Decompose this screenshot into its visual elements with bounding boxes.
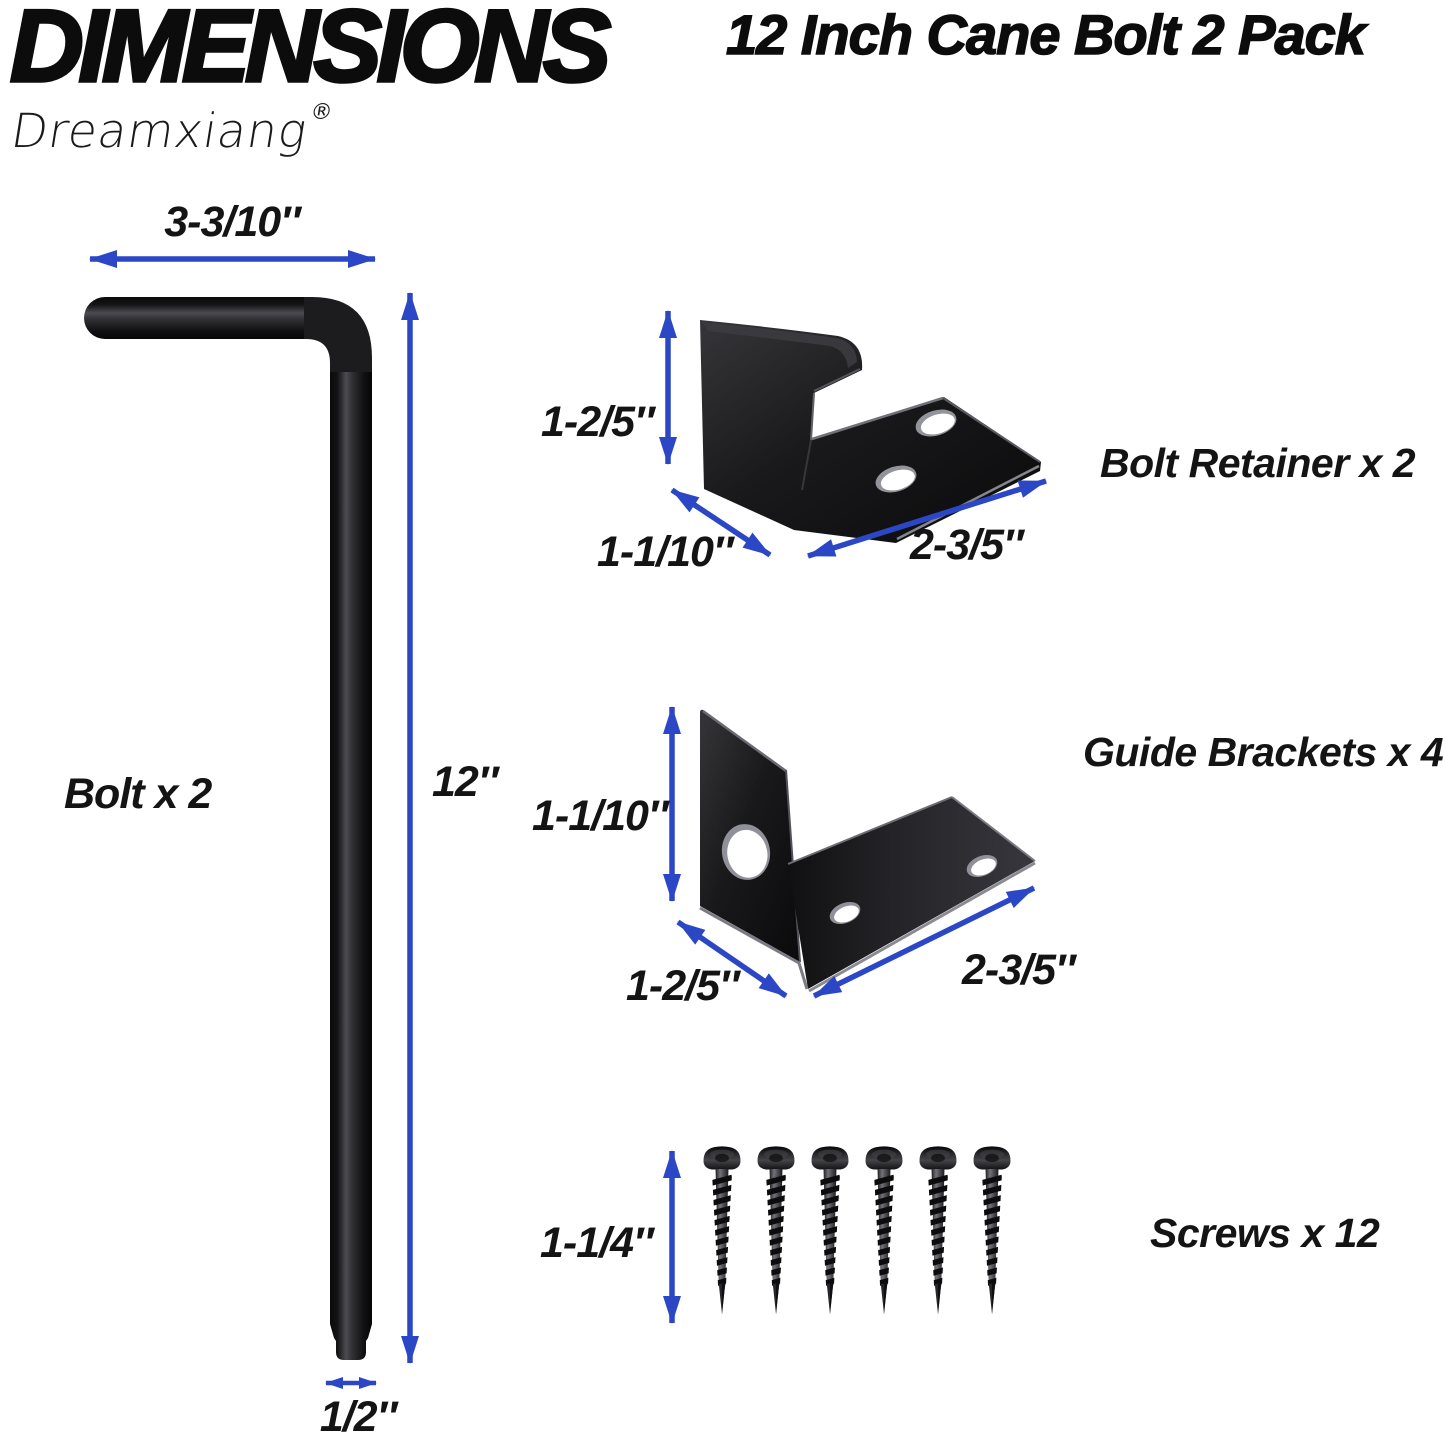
retainer-width-arrow xyxy=(807,478,1047,559)
bolt-label: Bolt x 2 xyxy=(64,770,212,818)
guide-bracket-width-dim: 2-3/5″ xyxy=(962,946,1076,994)
retainer-width-dim: 2-3/5″ xyxy=(910,521,1024,569)
brand-name: Dreamxiang xyxy=(7,104,312,159)
guide-bracket-height-dim: 1-1/10″ xyxy=(532,792,669,840)
page-subtitle: 12 Inch Cane Bolt 2 Pack xyxy=(725,2,1366,67)
guide-bracket-large-hole xyxy=(721,824,771,880)
bolt-tip-diameter-dim: 1/2″ xyxy=(319,1393,397,1439)
brand-logo: Dreamxiang® xyxy=(7,100,335,159)
retainer-label: Bolt Retainer x 2 xyxy=(1100,440,1416,486)
retainer-hole-top xyxy=(915,409,957,437)
guide-bracket-label: Guide Brackets x 4 xyxy=(1083,729,1444,775)
bolt-drawing xyxy=(84,297,372,1360)
screws-drawing xyxy=(704,1146,1011,1314)
page-title: DIMENSIONS xyxy=(8,0,613,105)
guide-bracket-depth-dim: 1-2/5″ xyxy=(626,962,740,1010)
retainer-depth-arrow xyxy=(670,487,772,558)
registered-trademark-icon: ® xyxy=(308,100,336,125)
guide-bracket-width-arrow xyxy=(812,885,1036,999)
screws-label: Screws x 12 xyxy=(1150,1210,1380,1256)
retainer-height-dim: 1-2/5″ xyxy=(541,398,655,446)
bolt-top-width-dim: 3-3/10″ xyxy=(164,198,301,246)
screw-length-dim: 1-1/4″ xyxy=(540,1219,654,1267)
bolt-length-dim: 12″ xyxy=(432,758,498,806)
bolt-retainer-drawing xyxy=(700,320,1041,543)
guide-bracket-depth-arrow xyxy=(676,919,788,999)
retainer-depth-dim: 1-1/10″ xyxy=(597,528,734,576)
guide-bracket-hole-right xyxy=(966,854,998,878)
